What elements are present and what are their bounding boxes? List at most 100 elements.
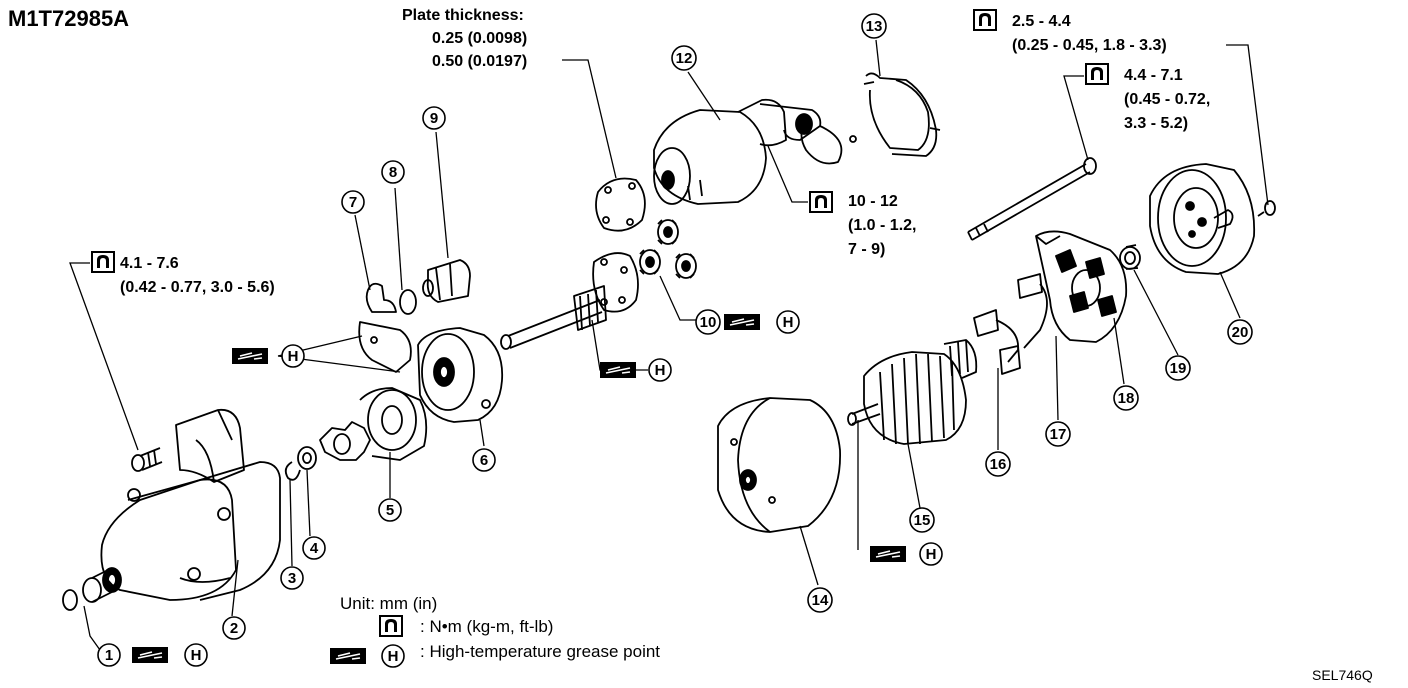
callout-1: 1 xyxy=(97,643,121,667)
svg-text:1: 1 xyxy=(105,647,113,664)
legend-grease-text: : High-temperature grease point xyxy=(420,642,660,661)
part-lever-ring xyxy=(399,289,417,315)
leader-bolt-left xyxy=(69,262,139,451)
svg-text:18: 18 xyxy=(1118,390,1135,407)
callout-15: 15 xyxy=(909,507,935,533)
part-snap-ring xyxy=(284,461,301,481)
legend-grease-letter: H xyxy=(388,648,399,665)
callout-2: 2 xyxy=(222,616,246,640)
torque-solenoid-line3: 7 - 9) xyxy=(848,241,885,258)
grease-mark-armature: H xyxy=(869,542,943,566)
svg-text:4: 4 xyxy=(310,540,319,557)
part-pinion-shaft xyxy=(500,252,639,350)
plate-thickness-value-1: 0.25 (0.0098) xyxy=(432,30,527,47)
callout-14: 14 xyxy=(807,587,833,613)
svg-text:13: 13 xyxy=(866,18,883,35)
svg-text:15: 15 xyxy=(914,512,931,529)
svg-text:5: 5 xyxy=(386,502,394,519)
callout-9: 9 xyxy=(422,106,446,130)
callout-8: 8 xyxy=(381,160,405,184)
part-pinion-clutch xyxy=(319,387,428,461)
part-rear-bearing xyxy=(1119,244,1141,270)
leader-solenoid xyxy=(767,145,808,203)
svg-text:8: 8 xyxy=(389,164,397,181)
svg-text:H: H xyxy=(926,546,937,563)
callout-12: 12 xyxy=(671,45,697,71)
svg-text:H: H xyxy=(655,362,666,379)
callout-17: 17 xyxy=(1045,421,1071,447)
part-yoke-band xyxy=(863,72,941,157)
callout-19: 19 xyxy=(1165,355,1191,381)
legend-torque-icon xyxy=(379,615,403,637)
callout-7: 7 xyxy=(341,190,365,214)
leader-plate xyxy=(562,59,617,179)
torque-solenoid-line2: (1.0 - 1.2, xyxy=(848,217,916,234)
callout-20: 20 xyxy=(1227,319,1253,345)
leader-lines xyxy=(83,39,1241,651)
torque-solenoid-line1: 10 - 12 xyxy=(848,193,898,210)
part-yoke xyxy=(717,397,841,533)
torque-icon xyxy=(1085,63,1109,85)
svg-text:12: 12 xyxy=(676,50,693,67)
legend: Unit: mm (in) : N•m (kg-m, ft-lb) H : Hi… xyxy=(329,594,660,668)
part-adjusting-plate xyxy=(595,177,646,232)
svg-text:16: 16 xyxy=(990,456,1007,473)
torque-screw-rear-line1: 2.5 - 4.4 xyxy=(1012,13,1071,30)
svg-text:20: 20 xyxy=(1232,324,1249,341)
callout-numbers: 1 2 3 4 5 6 7 8 9 10 12 13 14 15 16 17 1… xyxy=(97,13,1253,667)
callout-16: 16 xyxy=(985,451,1011,477)
plate-thickness-value-2: 0.50 (0.0197) xyxy=(432,53,527,70)
diagram-code: M1T72985A xyxy=(8,6,129,31)
part-steel-ball xyxy=(849,135,857,143)
torque-bolt-left-line1: 4.1 - 7.6 xyxy=(120,255,179,272)
callout-3: 3 xyxy=(280,566,304,590)
torque-icon xyxy=(91,251,115,273)
legend-grease-circle xyxy=(381,644,405,668)
part-brush-holder xyxy=(1035,230,1128,343)
part-rear-cover xyxy=(1149,163,1256,275)
svg-text:H: H xyxy=(783,314,794,331)
part-magnetic-switch xyxy=(653,98,843,205)
grease-mark-lever: H xyxy=(231,344,305,368)
callout-4: 4 xyxy=(302,536,326,560)
leader-screw-rear xyxy=(1226,44,1269,206)
torque-through-bolt-line1: 4.4 - 7.1 xyxy=(1124,67,1183,84)
part-through-bolt xyxy=(967,157,1097,241)
svg-text:9: 9 xyxy=(430,110,438,127)
grease-mark-shaft: H xyxy=(599,358,672,382)
plate-thickness-label: Plate thickness: xyxy=(402,7,524,24)
callout-18: 18 xyxy=(1113,385,1139,411)
svg-text:14: 14 xyxy=(812,592,829,609)
svg-text:17: 17 xyxy=(1050,426,1067,443)
legend-torque-text: : N•m (kg-m, ft-lb) xyxy=(420,617,553,636)
torque-screw-rear-line2: (0.25 - 0.45, 1.8 - 3.3) xyxy=(1012,37,1167,54)
svg-text:2: 2 xyxy=(230,620,238,637)
torque-icon xyxy=(809,191,833,213)
grease-mark-1: H xyxy=(131,643,208,667)
svg-text:H: H xyxy=(288,348,299,365)
figure-reference: SEL746Q xyxy=(1312,667,1373,683)
svg-text:3: 3 xyxy=(288,570,296,587)
part-packing xyxy=(422,259,471,303)
torque-bolt-left-line2: (0.42 - 0.77, 3.0 - 5.6) xyxy=(120,279,275,296)
grease-mark-10: H xyxy=(723,310,800,334)
part-cover-screw xyxy=(1257,200,1276,217)
part-shift-lever xyxy=(358,282,412,373)
part-mount-bolt xyxy=(131,447,163,472)
legend-grease-icon xyxy=(329,647,367,665)
part-armature xyxy=(847,339,978,445)
callout-6: 6 xyxy=(472,448,496,472)
grease-marks: H H H H H xyxy=(131,310,943,667)
callout-10: 10 xyxy=(695,309,721,335)
torque-through-bolt-line2: (0.45 - 0.72, xyxy=(1124,91,1210,108)
torque-through-bolt-line3: 3.3 - 5.2) xyxy=(1124,115,1188,132)
part-stopper-ring xyxy=(297,446,317,470)
svg-text:10: 10 xyxy=(700,314,717,331)
part-brush-spring xyxy=(973,273,1048,375)
legend-unit: Unit: mm (in) xyxy=(340,594,437,613)
leader-through-bolt xyxy=(1063,75,1089,161)
svg-text:H: H xyxy=(191,647,202,664)
svg-text:7: 7 xyxy=(349,194,357,211)
callout-13: 13 xyxy=(861,13,887,39)
